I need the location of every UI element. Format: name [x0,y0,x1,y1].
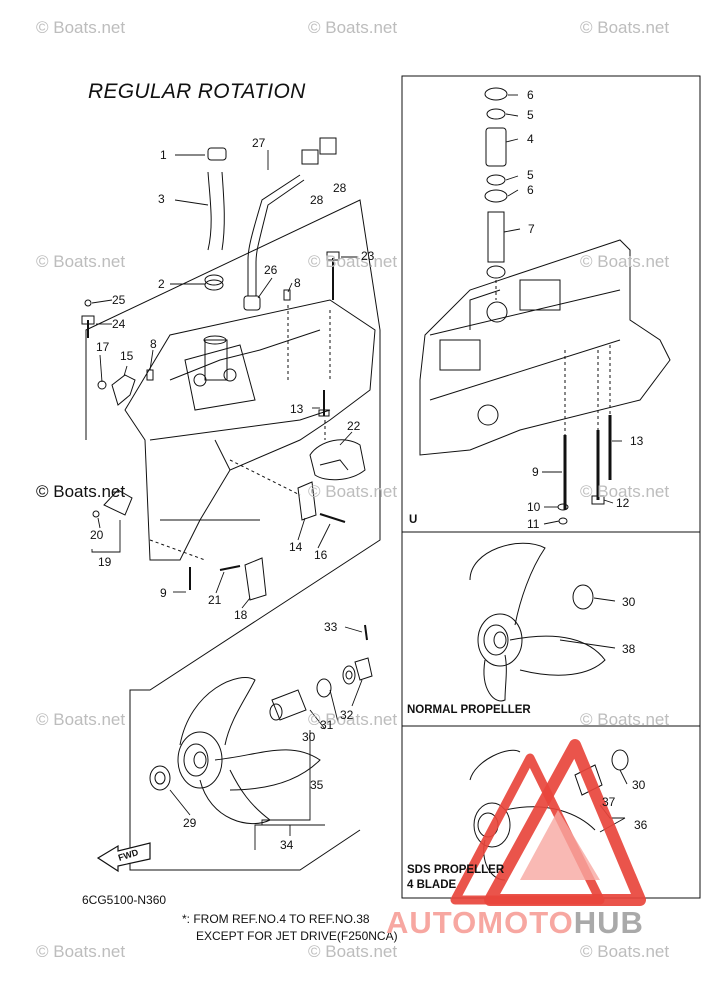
sds-blade-label: 4 BLADE [407,879,457,891]
ref-20: 20 [90,528,104,542]
watermark: © Boats.net [580,710,670,729]
ref-6: 6 [527,88,534,102]
ref-7: 7 [528,222,535,236]
trim-tab-14 [297,481,317,521]
brand-wordmark: AUTOMOTOHUB [386,905,644,941]
watermark: © Boats.net [580,482,670,501]
watermark: © Boats.net [308,942,398,961]
watermark: © Boats.net [308,482,398,501]
water-tube [207,171,225,251]
ref-18: 18 [234,608,248,622]
ref-9: 9 [160,586,167,600]
thrust-washer-29 [149,765,171,791]
brand-part1: AUTOMOTO [386,905,574,940]
ref-4: 4 [527,132,534,146]
watermark: © Boats.net [308,710,398,729]
upper-casing [419,239,671,456]
ref-10: 10 [527,500,541,514]
ref-28: 28 [310,193,324,207]
ref-23: 23 [361,249,375,263]
ref-9: 9 [532,465,539,479]
watermark: © Boats.net [580,942,670,961]
grommet-2 [204,279,224,291]
watermark: © Boats.net [36,482,126,501]
ref-26: 26 [264,263,278,277]
grommet-1 [207,147,227,161]
ref-27: 27 [252,136,266,150]
ref-2: 2 [158,277,165,291]
ref-30: 30 [632,778,646,792]
ref-22: 22 [347,419,361,433]
watermark: © Boats.net [36,252,126,271]
upper-casing-box [401,75,701,533]
ref-32: 32 [340,708,354,722]
spacer-35 [271,689,307,721]
ref-6: 6 [527,183,534,197]
ref-11: 11 [527,517,540,531]
brand-part2: HUB [573,905,644,940]
fwd-arrow-icon [96,842,151,873]
ref-28: 28 [333,181,347,195]
watermark: © Boats.net [580,252,670,271]
ref-8: 8 [150,337,157,351]
watermark: © Boats.net [36,710,126,729]
normal-propeller-label: NORMAL PROPELLER [407,704,531,716]
ref-13: 13 [630,434,644,448]
diagram-code: 6CG5100-N360 [82,893,167,907]
ref-35: 35 [310,778,324,792]
propeller-34 [177,677,321,825]
footnote-line2: EXCEPT FOR JET DRIVE(F250NCA) [196,929,398,943]
normal-propeller-box [401,531,701,727]
watermark: © Boats.net [580,18,670,37]
pipe-7 [487,211,505,263]
pipe-27 [247,174,305,296]
ref-30: 30 [622,595,636,609]
footnote-line1: *: FROM REF.NO.4 TO REF.NO.38 [182,912,370,926]
watermark: © Boats.net [36,942,126,961]
ref-31: 31 [320,718,334,732]
ref-5: 5 [527,108,534,122]
sds-propeller-label: SDS PROPELLER [407,864,505,876]
ref-36: 36 [634,818,648,832]
ref-8: 8 [294,276,301,290]
anode-22 [309,439,366,481]
ref-12: 12 [616,496,630,510]
page-title: REGULAR ROTATION [88,80,306,103]
lower-casing-frame [85,199,381,871]
normal-propeller-38 [469,542,606,702]
ref-3: 3 [158,192,165,206]
ref-30: 30 [302,730,316,744]
ref-17: 17 [96,340,110,354]
ref-25: 25 [112,293,126,307]
ref-33: 33 [324,620,338,634]
ref-37: 37 [602,795,616,809]
ref-15: 15 [120,349,134,363]
box-label-u: U [409,514,418,526]
lower-casing [124,299,376,561]
ref-21: 21 [208,593,222,607]
ref-13: 13 [290,402,304,416]
ref-38: 38 [622,642,636,656]
ref-1: 1 [160,148,167,162]
ref-14: 14 [289,540,303,554]
ref-5: 5 [527,168,534,182]
ref-24: 24 [112,317,126,331]
ref-34: 34 [280,838,294,852]
watermark: © Boats.net [36,18,126,37]
ref-29: 29 [183,816,197,830]
seal-6 [484,87,508,101]
ref-16: 16 [314,548,328,562]
watermark: © Boats.net [308,18,398,37]
ref-19: 19 [98,555,112,569]
brand-logo-icon [450,739,646,906]
watermark: © Boats.net [308,252,398,271]
bushing-4 [485,127,507,167]
